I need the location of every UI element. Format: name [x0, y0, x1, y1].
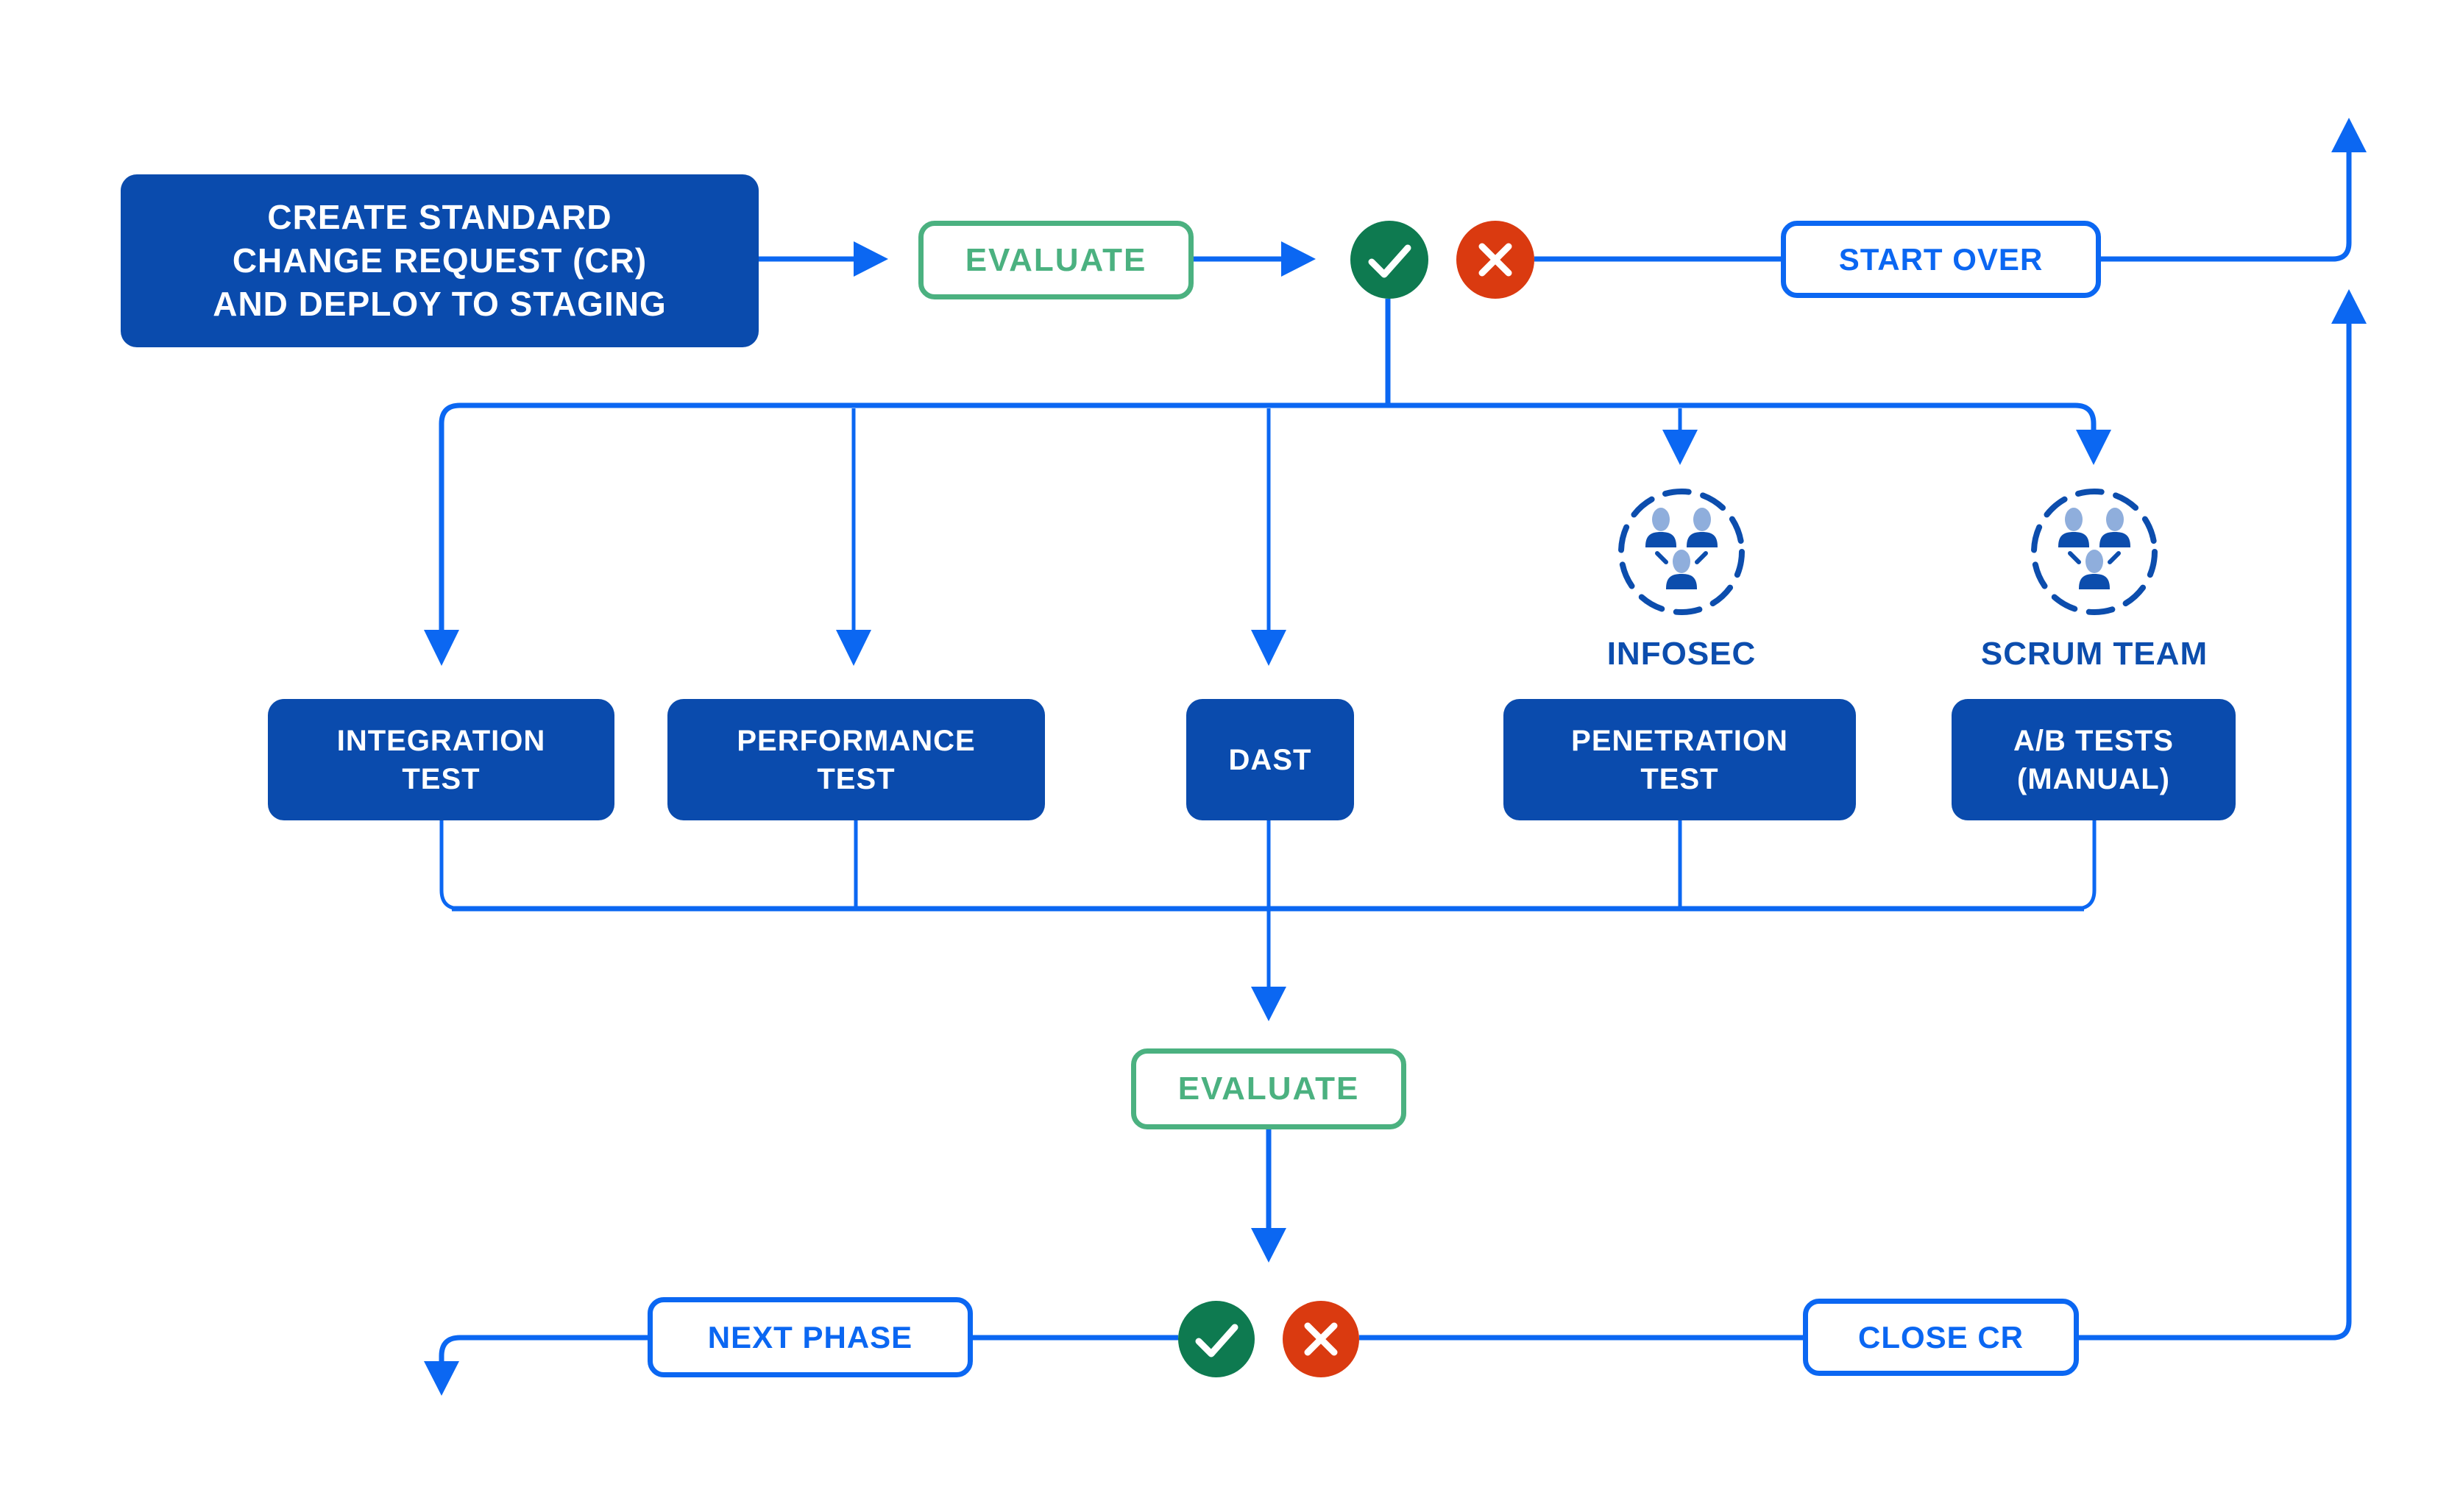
person-icon [2099, 508, 2130, 547]
check-icon [1350, 221, 1428, 299]
label-scrum-team: SCRUM TEAM [1980, 636, 2208, 672]
node-evaluate-bottom: EVALUATE [1131, 1048, 1406, 1129]
person-icon [1666, 550, 1697, 589]
line-close-cr-up [2079, 324, 2352, 1341]
line-start-over-up [2101, 152, 2352, 262]
node-performance-test: PERFORMANCE TEST [667, 699, 1045, 820]
label-infosec: INFOSEC [1606, 636, 1757, 672]
node-penetration-test: PENETRATION TEST [1503, 699, 1856, 820]
person-icon [1687, 508, 1718, 547]
distributor-rail [439, 402, 2097, 630]
person-icon [2079, 550, 2110, 589]
stub-ab-tests [2075, 820, 2097, 911]
line-next-phase-left-down [439, 1335, 648, 1361]
arrowheads [424, 118, 2367, 1396]
person-icon [1645, 508, 1676, 547]
node-dast: DAST [1186, 699, 1354, 820]
node-start-over: START OVER [1781, 221, 2101, 298]
x-icon [1456, 221, 1534, 299]
person-icon [2058, 508, 2089, 547]
stub-integration [439, 820, 461, 911]
node-evaluate-top: EVALUATE [918, 221, 1194, 299]
node-create-change-request: CREATE STANDARD CHANGE REQUEST (CR) AND … [121, 174, 759, 347]
node-close-cr: CLOSE CR [1803, 1299, 2079, 1376]
check-icon [1178, 1301, 1255, 1377]
node-ab-tests-manual: A/B TESTS (MANUAL) [1952, 699, 2236, 820]
x-icon [1283, 1301, 1359, 1377]
team-icon [1618, 489, 1745, 615]
team-icon [2031, 489, 2158, 615]
node-next-phase: NEXT PHASE [648, 1297, 973, 1377]
node-integration-test: INTEGRATION TEST [268, 699, 614, 820]
